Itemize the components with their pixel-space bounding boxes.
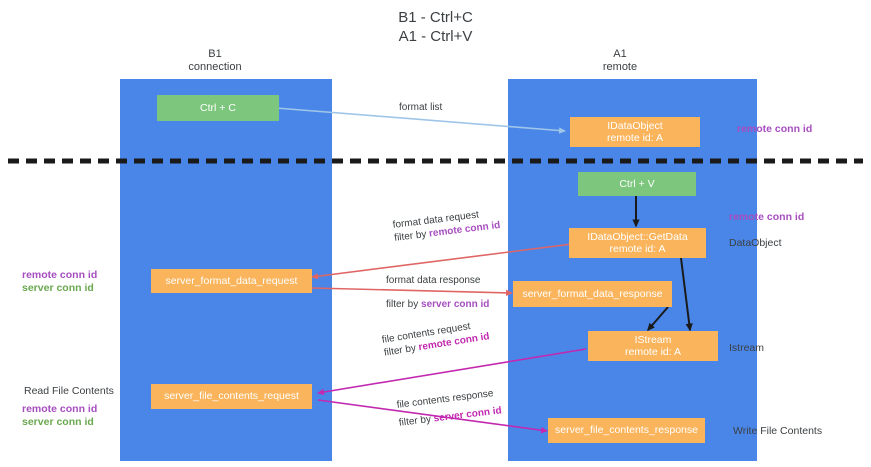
- node-getdata[interactable]: IDataObject::GetData remote id: A: [569, 228, 706, 258]
- edge-format-data-response: [311, 287, 513, 297]
- node-ctrl-c[interactable]: Ctrl + C: [157, 95, 279, 121]
- edge-file-contents-response: [317, 399, 548, 434]
- edge-format-list: [275, 107, 566, 134]
- node-server-format-data-response[interactable]: server_format_data_response: [513, 281, 672, 307]
- node-server-file-contents-response[interactable]: server_file_contents_response: [548, 418, 705, 443]
- column-left-role: connection: [188, 61, 242, 73]
- annotation-right-remote-conn-mid: remote conn id: [729, 211, 805, 223]
- node-server-file-contents-response-label: server_file_contents_response: [554, 424, 698, 437]
- edge-label-format-data-response-filter: filter by server conn id: [386, 298, 489, 311]
- node-server-file-contents-request-label: server_file_contents_request: [164, 390, 299, 403]
- annotation-right-remote-conn-top: remote conn id: [737, 123, 813, 135]
- annotation-right-write-file-contents: Write File Contents: [733, 425, 823, 437]
- node-server-file-contents-request[interactable]: server_file_contents_request: [151, 384, 312, 409]
- node-ctrl-v-label: Ctrl + V: [619, 177, 655, 190]
- edge-response-to-istream: [647, 306, 669, 332]
- node-ctrl-c-label: Ctrl + C: [200, 101, 236, 114]
- node-server-format-data-response-label: server_format_data_response: [522, 287, 663, 300]
- title-line-1: B1 - Ctrl+C: [398, 9, 473, 26]
- column-left-name: B1: [208, 48, 222, 60]
- diagram-title: B1 - Ctrl+C A1 - Ctrl+V: [0, 8, 871, 46]
- annotation-left-server-conn-id: server conn id: [22, 282, 94, 294]
- annotation-left-remote-conn-id-2: remote conn id: [22, 403, 98, 415]
- node-istream-line1: IStream: [634, 333, 672, 346]
- filter-prefix: filter by: [386, 299, 422, 310]
- node-istream[interactable]: IStream remote id: A: [588, 331, 718, 361]
- node-getdata-line1: IDataObject::GetData: [587, 230, 688, 243]
- node-istream-line2: remote id: A: [624, 346, 682, 358]
- annotation-left-remote-conn-id: remote conn id: [22, 269, 98, 281]
- annotation-right-dataobject: DataObject: [729, 237, 782, 249]
- column-header-right: A1 remote: [560, 48, 680, 74]
- edge-label-format-list-text: format list: [399, 102, 443, 113]
- title-line-2: A1 - Ctrl+V: [398, 28, 473, 45]
- edge-label-format-data-response-line1: format data response: [386, 275, 481, 286]
- annotation-left-read-file-contents: Read File Contents: [24, 385, 114, 397]
- edge-label-format-list: format list: [399, 101, 442, 114]
- edge-file-contents-request: [317, 348, 587, 396]
- annotation-left-server-conn-id-2: server conn id: [22, 416, 94, 428]
- edge-label-format-data-response: format data response filter by server co…: [386, 274, 489, 311]
- node-idataobject-line1: IDataObject: [607, 119, 663, 132]
- filter-key-server-conn-id: server conn id: [421, 299, 490, 310]
- node-server-format-data-request-label: server_format_data_request: [165, 274, 298, 287]
- column-header-left: B1 connection: [155, 48, 275, 74]
- column-right-name: A1: [613, 48, 627, 60]
- edge-format-data-request: [311, 243, 573, 280]
- node-ctrl-v[interactable]: Ctrl + V: [578, 172, 696, 196]
- node-idataobject-line2: remote id: A: [606, 132, 664, 144]
- annotation-right-istream: Istream: [729, 342, 765, 354]
- node-idataobject[interactable]: IDataObject remote id: A: [570, 117, 700, 147]
- edge-getdata-to-istream: [680, 257, 693, 332]
- node-getdata-line2: remote id: A: [609, 243, 666, 255]
- column-right-role: remote: [602, 61, 638, 73]
- node-server-format-data-request[interactable]: server_format_data_request: [151, 269, 312, 293]
